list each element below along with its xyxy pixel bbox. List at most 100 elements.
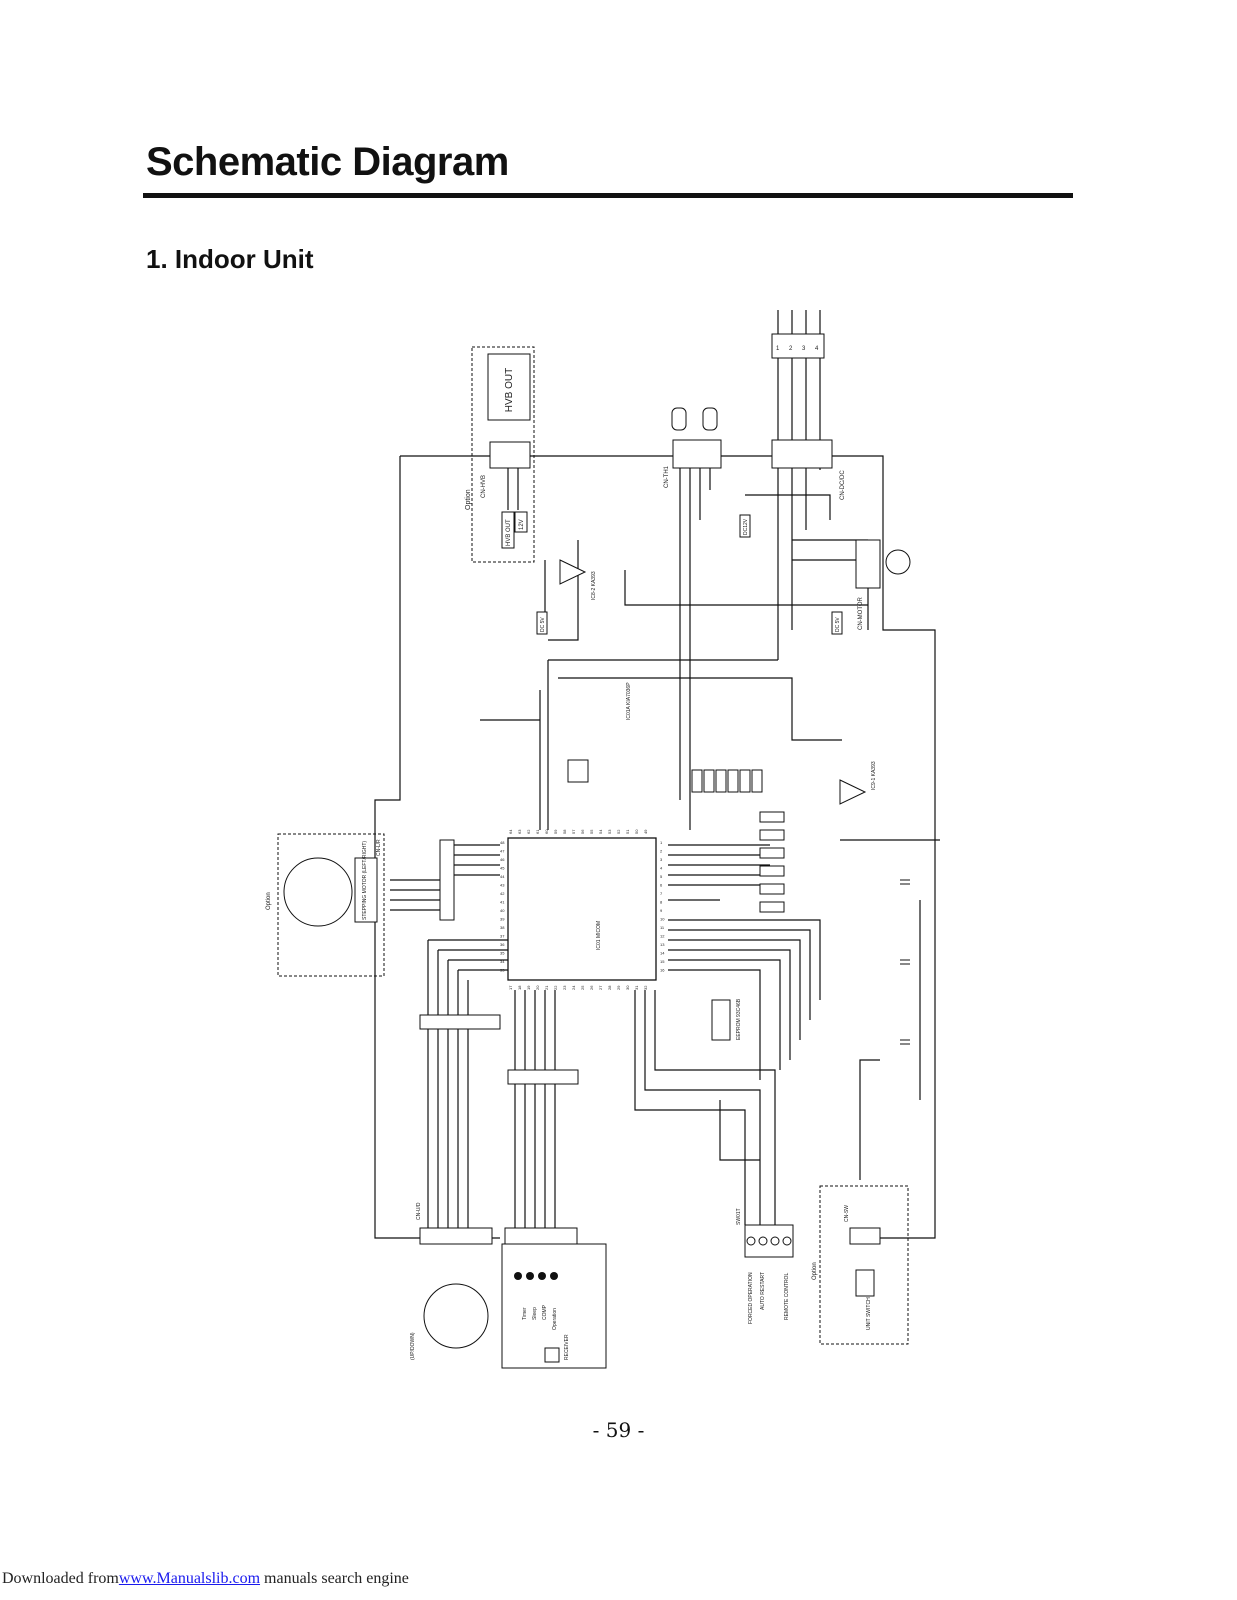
mcu-pin-26: 26 xyxy=(589,985,594,990)
forced-operation-switch xyxy=(744,1224,794,1258)
receiver-box xyxy=(501,1243,607,1369)
svg-text:STEPPING MOTOR (LEFT/RIGHT): STEPPING MOTOR (LEFT/RIGHT) xyxy=(362,841,368,920)
mcu-pin-52: 52 xyxy=(616,829,621,834)
crystal-oscillator xyxy=(567,759,589,783)
cn-sw-connector xyxy=(849,1227,881,1245)
svg-text:DC 5V: DC 5V xyxy=(835,617,841,632)
page-title: Schematic Diagram xyxy=(146,140,509,184)
mcu-pin-10: 10 xyxy=(660,917,665,922)
wire-receiver xyxy=(514,990,556,1238)
manualslib-link[interactable]: www.Manualslib.com xyxy=(118,1570,261,1587)
mcu-pin-53: 53 xyxy=(607,829,612,834)
receiver-connector xyxy=(504,1227,578,1245)
svg-text:Operation: Operation xyxy=(552,1308,558,1330)
v12-tag-label: 12V xyxy=(519,519,525,530)
mcu-pin-38: 38 xyxy=(500,925,505,930)
mcu-pin-40: 40 xyxy=(500,908,505,913)
mcu-pin-58: 58 xyxy=(562,829,567,834)
mcu-pin-61: 61 xyxy=(535,829,540,834)
cn-lr-connector xyxy=(354,857,378,923)
mcu-pin-34: 34 xyxy=(500,959,505,964)
wire-bus-c xyxy=(480,690,541,830)
option-label-hvb: Option xyxy=(465,489,472,510)
mcu-pin-30: 30 xyxy=(625,985,630,990)
mcu-chip xyxy=(507,837,657,981)
svg-text:IC01A KIA7036P: IC01A KIA7036P xyxy=(626,682,632,720)
mcu-pin-6: 6 xyxy=(660,883,663,888)
top-connector-pins: 1 2 3 4 xyxy=(776,346,819,352)
mcu-pin-4: 4 xyxy=(660,866,663,871)
mcu-pin-57: 57 xyxy=(571,829,576,834)
wire-main-right xyxy=(400,455,936,1239)
mcu-pin-59: 59 xyxy=(553,829,558,834)
mcu-pin-9: 9 xyxy=(660,908,663,913)
indicator-leds xyxy=(514,1272,558,1280)
mcu-pin-23: 23 xyxy=(562,985,567,990)
mcu-pin-43: 43 xyxy=(500,883,505,888)
mcu-pin-8: 8 xyxy=(660,900,663,905)
svg-text:EEPROM 93C46B: EEPROM 93C46B xyxy=(736,998,742,1040)
mcu-pin-55: 55 xyxy=(589,829,594,834)
mcu-pin-44: 44 xyxy=(500,874,505,879)
mcu-pin-42: 42 xyxy=(500,891,505,896)
svg-text:CN-L/R: CN-L/R xyxy=(376,839,382,856)
title-underline xyxy=(143,193,1073,198)
mcu-pin-14: 14 xyxy=(660,951,665,956)
hvb-out-tag xyxy=(501,511,515,549)
mcu-pin-11: 11 xyxy=(660,925,665,930)
wire-bus-b xyxy=(558,677,842,741)
download-footer: Downloaded fromwww.Manualslib.com manual… xyxy=(2,1570,409,1588)
thermistor-1-icon xyxy=(671,407,687,431)
svg-text:CN-U/D: CN-U/D xyxy=(416,1202,422,1220)
svg-text:CN-SW: CN-SW xyxy=(844,1205,850,1222)
dc5v-tag-a xyxy=(536,611,548,635)
mcu-pin-21: 21 xyxy=(544,985,549,990)
led-driver-ic xyxy=(507,1069,579,1085)
v12-tag xyxy=(514,511,528,533)
svg-text:COMP: COMP xyxy=(542,1304,548,1320)
stepping-motor-lr-icon xyxy=(283,857,353,927)
mcu-pin-24: 24 xyxy=(571,985,576,990)
svg-text:(UP/DOWN): (UP/DOWN) xyxy=(410,1332,416,1360)
opamp-ic8 xyxy=(559,559,587,585)
mcu-pin-32: 32 xyxy=(643,985,648,990)
mcu-pin-45: 45 xyxy=(500,866,505,871)
mcu-pin-47: 47 xyxy=(500,849,505,854)
mcu-pin-19: 19 xyxy=(526,985,531,990)
jumper-array xyxy=(759,811,785,913)
svg-text:1: 1 xyxy=(776,346,780,352)
wire-bus-a xyxy=(547,659,778,830)
wire-main-left xyxy=(374,456,500,1239)
wire-th1 xyxy=(679,462,711,830)
svg-text:Sleep: Sleep xyxy=(532,1307,538,1320)
cn-ud-connector xyxy=(419,1227,493,1245)
option-label-lr: Option xyxy=(266,892,272,910)
mcu-pin-37: 37 xyxy=(500,934,505,939)
svg-text:3: 3 xyxy=(802,346,806,352)
unit-switch-icon xyxy=(855,1269,875,1297)
top-connector xyxy=(771,333,825,359)
wire-hvb xyxy=(507,462,519,510)
mcu-pin-48: 48 xyxy=(500,840,505,845)
mcu-pin-41: 41 xyxy=(500,900,505,905)
mcu-pin-13: 13 xyxy=(660,942,665,947)
hvb-out-label: HVB OUT xyxy=(504,368,515,412)
dc12v-tag xyxy=(739,514,751,538)
mcu-pin-51: 51 xyxy=(625,829,630,834)
svg-text:UNIT SWITCH: UNIT SWITCH xyxy=(866,1297,872,1330)
right-capacitors xyxy=(900,879,910,1045)
mcu-pin-17: 17 xyxy=(508,985,513,990)
mcu-pin-49: 49 xyxy=(643,829,648,834)
mcu-pin-36: 36 xyxy=(500,942,505,947)
mcu-pin-54: 54 xyxy=(598,829,603,834)
wire-mcu-left xyxy=(450,844,500,876)
svg-text:DC 5V: DC 5V xyxy=(540,617,546,632)
svg-text:2: 2 xyxy=(789,346,793,352)
mcu-pin-56: 56 xyxy=(580,829,585,834)
cn-motor-label: CN-MOTOR xyxy=(858,596,864,630)
svg-text:IC8-2 KA393: IC8-2 KA393 xyxy=(591,571,597,600)
mcu-pin-60: 60 xyxy=(544,829,549,834)
